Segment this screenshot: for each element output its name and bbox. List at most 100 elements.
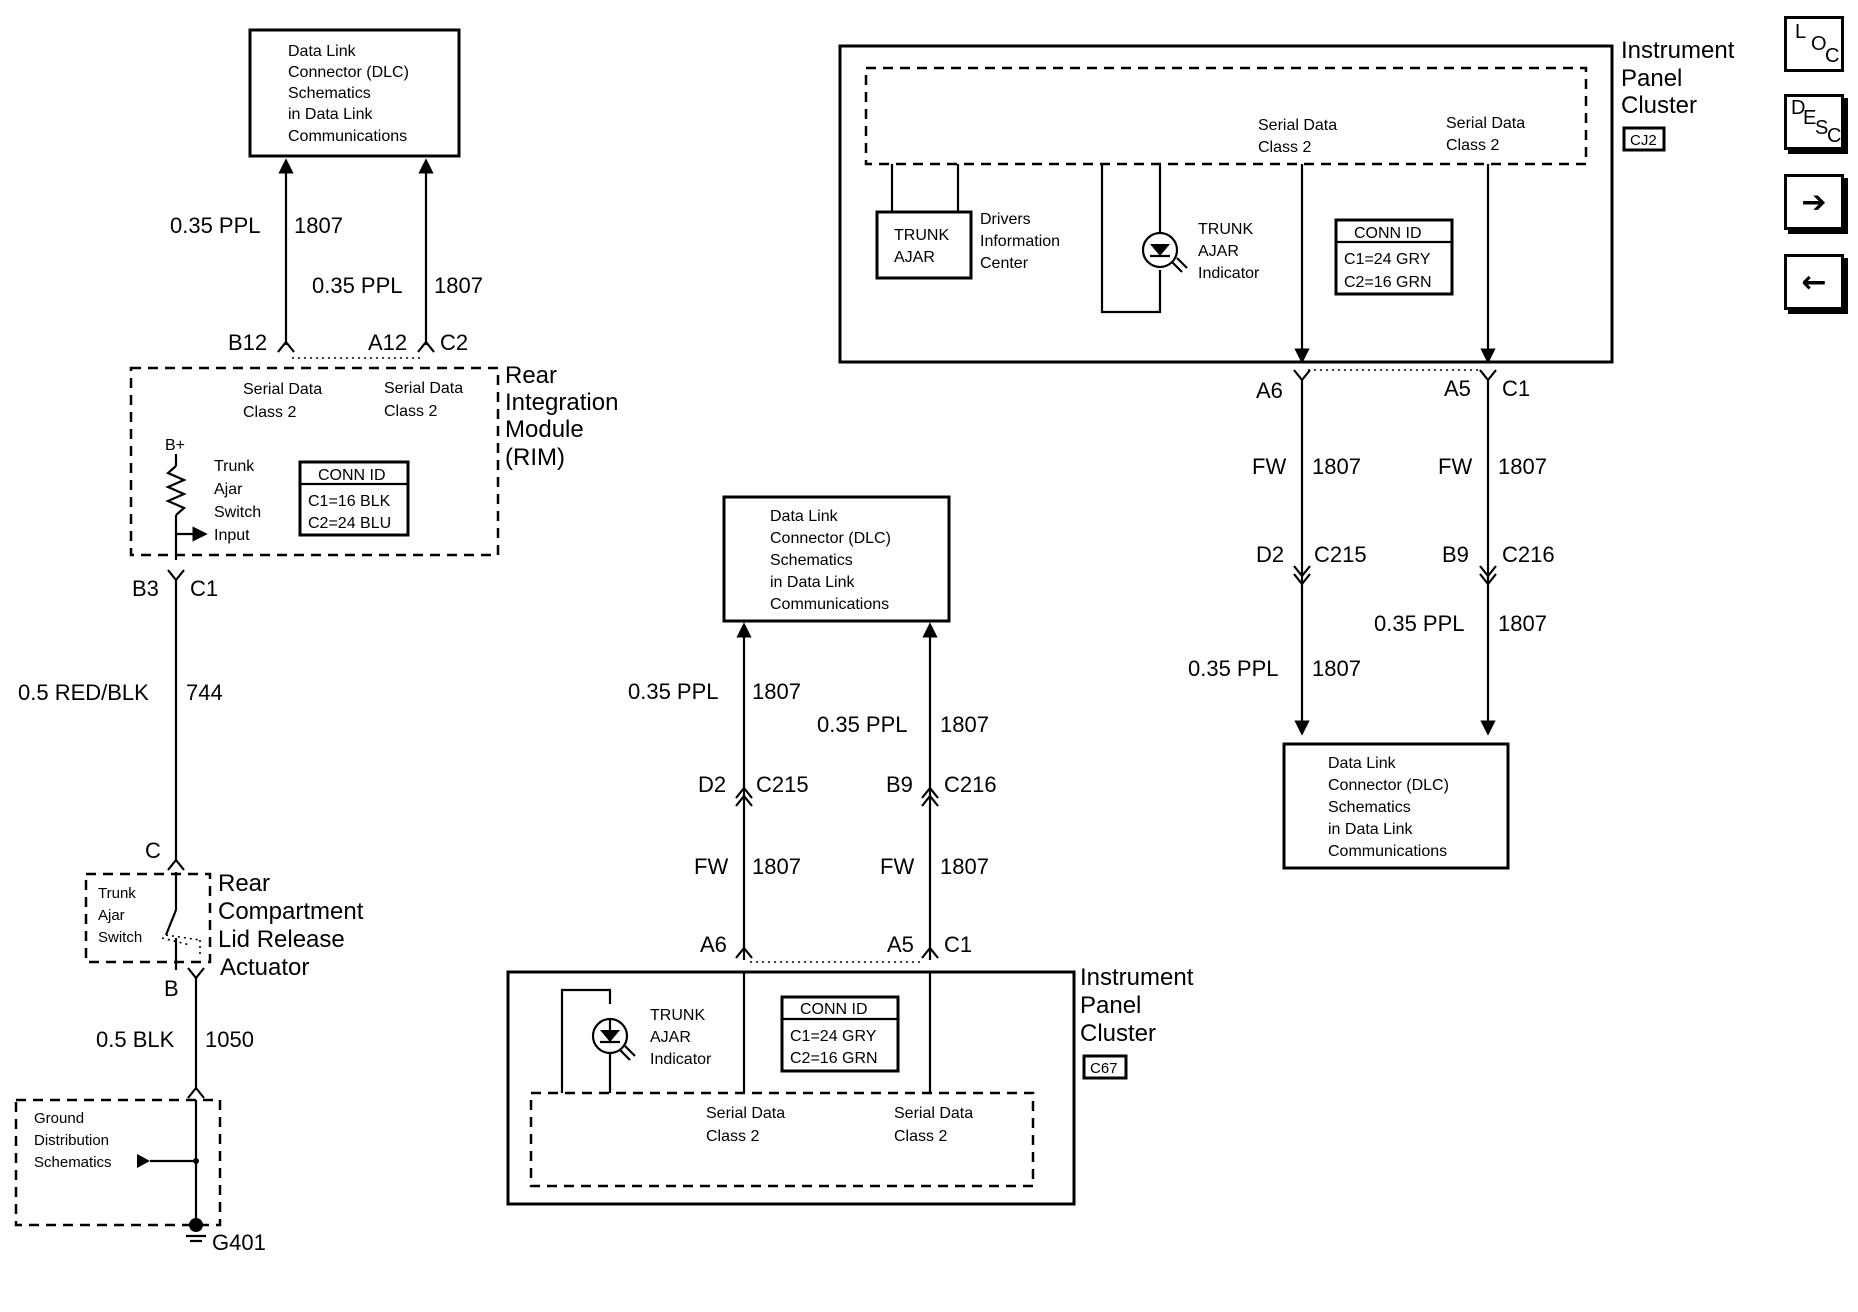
serial-data-label: Serial Data (384, 380, 463, 397)
actuator-ground-wire: B 0.5 BLK 1050 (96, 967, 254, 1099)
wire-circuit: 1807 (1312, 656, 1361, 681)
bplus-label: B+ (165, 437, 185, 454)
led-icon (1141, 231, 1179, 269)
serial-data-label: Class 2 (1258, 139, 1311, 156)
dlc-text-0: Data Link (1328, 755, 1397, 772)
pin-label: B3 (132, 576, 159, 601)
desc-button[interactable]: D E S C (1784, 94, 1844, 150)
wire-gauge: 0.35 PPL (817, 712, 908, 737)
pin-label: A5 (887, 932, 914, 957)
conn-id-c1: C1=24 GRY (1344, 251, 1431, 268)
actuator-name-1: Compartment (218, 898, 364, 925)
serial-data-label: Class 2 (894, 1128, 947, 1145)
rim-dlc-wires: 0.35 PPL 1807 0.35 PPL 1807 B12 A12 C2 (170, 158, 483, 359)
loc-button[interactable]: L O C (1784, 16, 1844, 72)
serial-data-label: Serial Data (1446, 115, 1525, 132)
connector-label: C2 (440, 330, 468, 355)
dic-label-2: Center (980, 255, 1029, 272)
desc-letter-c: C (1827, 125, 1842, 147)
ipc-cj2: Instrument Panel Cluster CJ2 Serial Data… (838, 37, 1735, 364)
wire-circuit: 744 (186, 680, 223, 705)
wire-circuit: 1050 (205, 1027, 254, 1052)
dlc-text-2: Schematics (1328, 799, 1411, 816)
arrow-right-icon: ➔ (1801, 184, 1827, 220)
switch-input-1: Ajar (214, 481, 243, 498)
ipc-name-2: Cluster (1080, 1020, 1156, 1047)
middle-wires: 0.35 PPL 1807 0.35 PPL 1807 D2 C215 B9 C… (628, 622, 997, 963)
serial-data-label: Class 2 (1446, 137, 1499, 154)
dlc-text-0: Data Link (770, 508, 839, 525)
wire-gauge: 0.35 PPL (1374, 611, 1465, 636)
rim-actuator-wire: B3 C1 0.5 RED/BLK 744 C (18, 569, 223, 871)
wire-circuit: 1807 (752, 679, 801, 704)
serial-data-label: Serial Data (1258, 117, 1337, 134)
dlc-text-1: Connector (DLC) (1328, 777, 1449, 794)
loc-letter-c: C (1825, 45, 1840, 67)
switch-input-3: Input (214, 527, 250, 544)
wire-gauge: 0.5 BLK (96, 1027, 175, 1052)
rim-name-2: Module (505, 416, 584, 443)
wire-circuit: 1807 (1312, 454, 1361, 479)
connector-label: C1 (944, 932, 972, 957)
connector-label: C1 (1502, 376, 1530, 401)
dlc-text-1: Connector (DLC) (770, 530, 891, 547)
connector-label: C216 (944, 772, 997, 797)
dlc-text-4: Communications (770, 596, 889, 613)
actuator-name-0: Rear (218, 870, 270, 897)
wire-circuit: 1807 (752, 854, 801, 879)
indicator-label-0: TRUNK (1198, 221, 1253, 238)
serial-data-label: Class 2 (243, 404, 296, 421)
dlc-text-1: Connector (DLC) (288, 64, 409, 81)
ipc-name-0: Instrument (1080, 964, 1194, 991)
ground-text-2: Schematics (34, 1154, 112, 1171)
dlc-text-2: Schematics (288, 85, 371, 102)
connector-label: C215 (756, 772, 809, 797)
dic-box-0: TRUNK (894, 227, 949, 244)
loc-letter-l: L (1795, 21, 1807, 43)
wire-gauge: FW (1438, 454, 1472, 479)
pin-label: D2 (1256, 542, 1284, 567)
pin-label: B9 (1442, 542, 1469, 567)
wire-gauge: FW (694, 854, 728, 879)
dlc-text-3: in Data Link (288, 106, 373, 123)
wire-gauge: FW (1252, 454, 1286, 479)
rim-module: Rear Integration Module (RIM) Serial Dat… (129, 362, 618, 560)
indicator-label-0: TRUNK (650, 1007, 705, 1024)
ipc-name-0: Instrument (1621, 37, 1735, 64)
pin-label: B12 (228, 330, 267, 355)
ipc-name-2: Cluster (1621, 92, 1697, 119)
switch-label-2: Switch (98, 929, 142, 946)
pin-label: A6 (1256, 378, 1283, 403)
wire-circuit: 1807 (294, 213, 343, 238)
dic-label-1: Information (980, 233, 1060, 250)
actuator-name-2: Lid Release (218, 926, 345, 953)
desc-letter-s: S (1815, 117, 1829, 139)
pin-label: B9 (886, 772, 913, 797)
conn-id-c2: C2=16 GRN (790, 1050, 878, 1067)
desc-letter-d: D (1791, 97, 1806, 119)
dlc-box-left: Data Link Connector (DLC) Schematics in … (248, 28, 461, 158)
dlc-box-right: Data Link Connector (DLC) Schematics in … (1282, 742, 1510, 870)
dlc-text-3: in Data Link (770, 574, 855, 591)
wire-gauge: 0.5 RED/BLK (18, 680, 149, 705)
conn-id-title: CONN ID (800, 1001, 868, 1018)
wire-gauge: 0.35 PPL (1188, 656, 1279, 681)
ground-icon (189, 1218, 203, 1232)
serial-data-label: Class 2 (384, 403, 437, 420)
next-button[interactable]: ➔ (1784, 174, 1844, 230)
dic-box-1: AJAR (894, 249, 935, 266)
ipc-c67: Instrument Panel Cluster C67 TRUNK AJAR … (506, 964, 1194, 1206)
loc-letter-o: O (1811, 33, 1827, 55)
conn-id-c2: C2=24 BLU (308, 515, 391, 532)
serial-data-label: Serial Data (894, 1105, 973, 1122)
dlc-text-3: in Data Link (1328, 821, 1413, 838)
prev-button[interactable]: ← (1784, 254, 1844, 310)
wire-circuit: 1807 (1498, 611, 1547, 636)
dlc-text-4: Communications (288, 128, 407, 145)
conn-id-c2: C2=16 GRN (1344, 274, 1432, 291)
switch-label-0: Trunk (98, 885, 136, 902)
conn-id-c1: C1=16 BLK (308, 493, 391, 510)
wire-circuit: 1807 (1498, 454, 1547, 479)
conn-id-title: CONN ID (1354, 225, 1422, 242)
